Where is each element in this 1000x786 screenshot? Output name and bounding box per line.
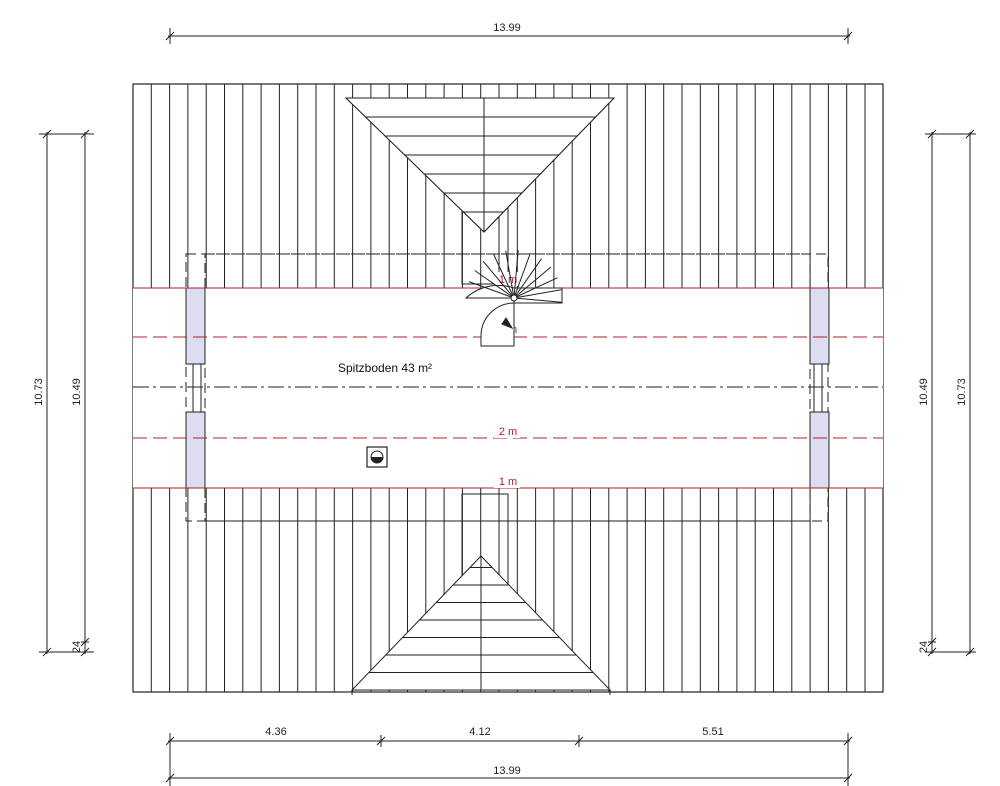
dim-right-outer: 10.73 (956, 378, 968, 406)
height-label-1m-top: 1 m (499, 274, 517, 286)
window-left-lower (185, 411, 206, 489)
dim-bottom-seg-1: 4.36 (265, 726, 286, 738)
dim-bottom-seg-3: 5.51 (702, 726, 723, 738)
dim-bottom-total: 13.99 (493, 765, 521, 777)
stair-tread (513, 297, 562, 303)
stair-tread (482, 260, 515, 299)
gable-windows (185, 287, 830, 489)
window-right-lower (809, 411, 830, 489)
dim-right-small: 24 (918, 641, 930, 653)
dim-left-inner: 10.49 (71, 378, 83, 406)
height-label-2m-bottom: 2 m (499, 426, 517, 438)
stair-tread (505, 250, 515, 299)
dormer-bottom (350, 493, 612, 695)
height-label-1m-bottom: 1 m (499, 476, 517, 488)
dim-top-total: 13.99 (493, 22, 521, 34)
stair-tread (513, 252, 531, 299)
stair-tread (513, 277, 558, 299)
window-right-upper (809, 287, 830, 365)
window-left-upper (185, 287, 206, 365)
chimney-symbol (366, 446, 388, 468)
stair-tread (493, 254, 515, 299)
stair-tread (513, 250, 519, 299)
stair-tread (468, 281, 515, 299)
spiral-staircase (464, 250, 563, 347)
dormer-top (344, 97, 616, 285)
dim-left-outer: 10.73 (33, 378, 45, 406)
stair-tread (513, 266, 552, 299)
stair-tread (513, 258, 542, 299)
stair-tread (474, 270, 515, 299)
dim-bottom-seg-2: 4.12 (469, 726, 490, 738)
dim-left-small: 24 (71, 641, 83, 653)
dimension-labels: 13.99 4.36 4.12 5.51 13.99 10.73 10.49 2… (33, 22, 968, 777)
stair-tread (513, 289, 562, 299)
room-label: Spitzboden 43 m² (338, 361, 432, 375)
dim-right-inner: 10.49 (918, 378, 930, 406)
dimension-lines (39, 28, 976, 786)
